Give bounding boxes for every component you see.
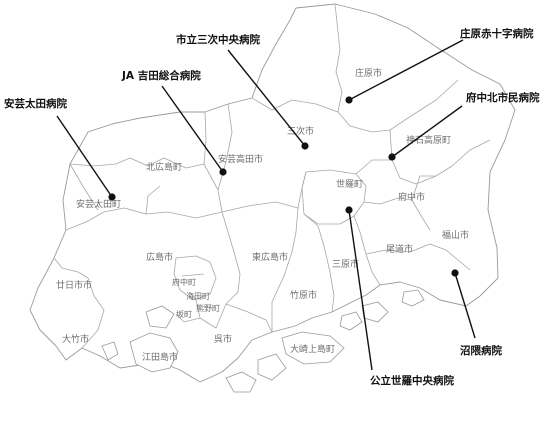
prefecture-outline — [29, 3, 516, 383]
label-kure: 呉市 — [214, 333, 232, 345]
hospital-markers — [56, 39, 476, 371]
leader-miyoshi-central — [227, 49, 306, 147]
label-hiroshima: 広島市 — [146, 251, 173, 263]
island-mukaishima — [401, 289, 425, 307]
island-north-bay — [145, 305, 175, 329]
label-onomichi: 尾道市 — [386, 243, 413, 255]
island-innoshima — [361, 301, 389, 323]
label-miyoshi: 三次市 — [287, 125, 314, 137]
dot-yoshida-general — [219, 168, 227, 176]
dot-akiota — [108, 193, 116, 201]
label-jinsekikogen: 神石高原町 — [406, 134, 451, 146]
hospital-label-akiota: 安芸太田病院 — [4, 97, 67, 110]
leader-shobara-redcross — [348, 39, 464, 101]
dot-fuchu-north — [388, 153, 396, 161]
island-miyajima — [101, 341, 119, 361]
leader-yoshida-general — [161, 85, 224, 173]
island-ikuchi — [339, 311, 363, 331]
dot-shobara-redcross — [345, 96, 353, 104]
hospital-label-fuchu-north: 府中北市民病院 — [466, 91, 540, 104]
leader-akiota — [56, 115, 113, 198]
hospital-label-miyoshi-central: 市立三次中央病院 — [176, 33, 260, 46]
label-higashihiroshima: 東広島市 — [252, 251, 288, 263]
hospital-label-shobara-redcross: 庄原赤十字病院 — [460, 27, 534, 40]
municipality-labels: 庄原市 三次市 神石高原町 北広島町 安芸高田市 安芸太田町 府中市 世羅町 福… — [56, 67, 469, 363]
label-kaita: 海田町 — [186, 291, 210, 301]
label-takehara: 竹原市 — [290, 289, 317, 301]
hospital-label-sera-central: 公立世羅中央病院 — [370, 374, 454, 387]
label-kitahiroshima: 北広島町 — [146, 161, 182, 173]
hospital-label-yoshida-general: JA 吉田総合病院 — [121, 69, 201, 82]
label-mihara: 三原市 — [332, 258, 359, 270]
label-etajima: 江田島市 — [142, 351, 178, 363]
label-osakikamijima: 大崎上島町 — [290, 343, 335, 355]
label-hatsukaichi: 廿日市市 — [56, 279, 92, 291]
leader-numakuma — [454, 272, 476, 339]
municipal-boundaries — [53, 3, 491, 349]
dot-miyoshi-central — [301, 142, 309, 150]
hospital-labels: 市立三次中央病院 庄原赤十字病院 JA 吉田総合病院 安芸太田病院 府中北市民病… — [4, 27, 540, 387]
dot-sera-central — [345, 206, 353, 214]
label-fuchu-city: 府中市 — [398, 191, 425, 203]
label-kumano: 熊野町 — [196, 303, 220, 313]
dot-numakuma — [451, 269, 459, 277]
island-osakikamijima — [281, 331, 345, 365]
label-akitakata: 安芸高田市 — [218, 153, 263, 165]
label-fuchu-town: 府中町 — [172, 277, 196, 287]
label-fukuyama: 福山市 — [442, 229, 469, 241]
label-shobara: 庄原市 — [355, 67, 382, 79]
island-kure-east — [225, 371, 257, 393]
island-etajima — [129, 332, 179, 373]
label-saka: 坂町 — [176, 309, 192, 319]
leader-sera-central — [348, 209, 373, 371]
hospital-label-numakuma: 沼隈病院 — [460, 344, 502, 357]
label-akiota: 安芸太田町 — [76, 198, 121, 210]
label-otake: 大竹市 — [62, 333, 89, 345]
leader-fuchu-north — [391, 105, 463, 158]
label-sera: 世羅町 — [336, 178, 363, 190]
island-kurahashi — [257, 353, 287, 381]
